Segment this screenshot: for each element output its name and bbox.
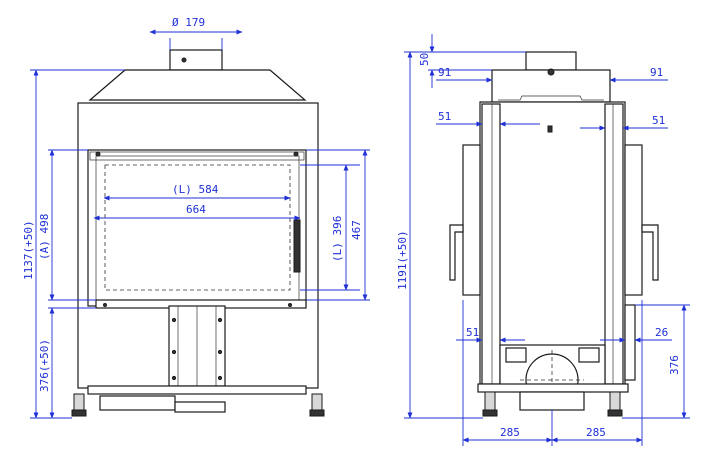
- side-foot-right: [609, 391, 621, 411]
- front-view: [71, 49, 325, 417]
- glass-outline: [104, 164, 291, 291]
- dim-376-front: 376(+50): [38, 339, 51, 392]
- dim-91-right: 91: [650, 66, 663, 79]
- foot-right: [311, 393, 323, 411]
- side-foot-left: [484, 391, 496, 411]
- dim-51-top-right: 51: [652, 114, 665, 127]
- dim-flue-diameter: Ø 179: [172, 16, 205, 29]
- side-view: [449, 51, 659, 417]
- dim-26: 26: [655, 326, 668, 339]
- dim-51-top-left: 51: [438, 110, 451, 123]
- dim-91-left: 91: [438, 66, 451, 79]
- side-flue-collar: [525, 51, 577, 71]
- flue-collar: [169, 49, 223, 71]
- door-frame: [87, 149, 307, 307]
- dim-285-right: 285: [586, 426, 606, 439]
- dim-376-side: 376: [668, 355, 681, 375]
- dim-A498: (A) 498: [38, 214, 51, 260]
- side-handle-right: [641, 224, 659, 281]
- dim-467: 467: [350, 220, 363, 240]
- door-handle: [293, 219, 301, 273]
- dim-L584: (L) 584: [172, 183, 219, 196]
- dim-51-bottom: 51: [466, 326, 479, 339]
- dim-1137: 1137(+50): [22, 220, 35, 280]
- dim-285-left: 285: [500, 426, 520, 439]
- dim-50: 50: [418, 53, 431, 66]
- side-dimensions: 50 91 91 51 51 1191(+50) 51 26 376: [396, 34, 690, 446]
- side-body: [479, 101, 626, 385]
- dim-664: 664: [186, 203, 206, 216]
- side-handle-left: [449, 224, 464, 281]
- dim-L396: (L) 396: [331, 216, 344, 262]
- dim-1191: 1191(+50): [396, 230, 409, 290]
- front-dimensions: Ø 179 (L) 584 664 (L) 396 467 (A) 498 11…: [22, 16, 370, 419]
- foot-left: [73, 393, 85, 411]
- hood: [88, 69, 307, 101]
